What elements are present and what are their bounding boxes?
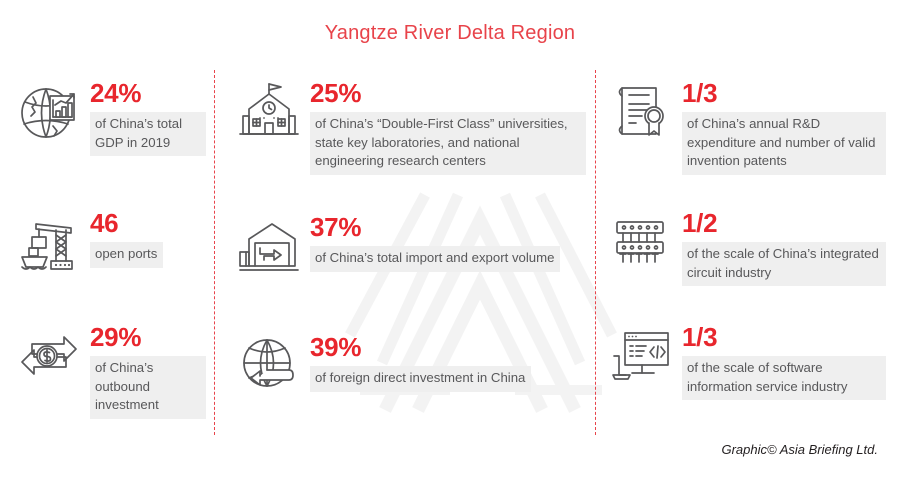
stat-body: 1/3 of the scale of software information…: [682, 322, 886, 401]
stat-body: 1/2 of the scale of China’s integrated c…: [682, 208, 886, 287]
stat-item: 39% of foreign direct investment in Chin…: [236, 332, 581, 398]
page-title: Yangtze River Delta Region: [324, 22, 576, 44]
globe-bar-chart-icon: [16, 78, 82, 144]
stat-value: 39%: [310, 332, 362, 362]
stat-label: of China’s total import and export volum…: [310, 246, 561, 272]
warehouse-arrows-icon: [236, 212, 302, 278]
stat-value: 1/3: [682, 322, 718, 352]
stat-value: 46: [90, 208, 119, 238]
stat-item: 46 open ports: [16, 208, 206, 274]
stat-body: 29% of China’s outbound investment: [90, 322, 206, 420]
stat-body: 25% of China’s “Double-First Class” univ…: [310, 78, 586, 176]
integrated-circuit-icon: [608, 208, 674, 274]
stat-label: of China’s outbound investment: [90, 356, 206, 420]
stat-body: 39% of foreign direct investment in Chin…: [310, 332, 581, 392]
stat-item: 24% of China’s total GDP in 2019: [16, 78, 206, 157]
port-crane-ship-icon: [16, 208, 82, 274]
monitor-code-icon: [608, 322, 674, 388]
stat-item: 37% of China’s total import and export v…: [236, 212, 566, 278]
stat-label: of China’s “Double-First Class” universi…: [310, 112, 586, 176]
globe-inbound-arrow-icon: [236, 332, 302, 398]
stat-label: of China’s total GDP in 2019: [90, 112, 206, 157]
exchange-arrows-dollar-icon: [16, 322, 82, 388]
stat-value: 24%: [90, 78, 142, 108]
stat-label: of foreign direct investment in China: [310, 366, 532, 392]
stat-body: 24% of China’s total GDP in 2019: [90, 78, 206, 157]
stat-value: 37%: [310, 212, 362, 242]
column-divider-left: [214, 70, 215, 435]
stat-item: 29% of China’s outbound investment: [16, 322, 206, 420]
stat-item: 1/2 of the scale of China’s integrated c…: [608, 208, 886, 287]
graphic-credit: Graphic© Asia Briefing Ltd.: [721, 442, 878, 457]
stat-item: 1/3 of the scale of software information…: [608, 322, 886, 401]
stat-item: 25% of China’s “Double-First Class” univ…: [236, 78, 586, 176]
stat-label: of the scale of software information ser…: [682, 356, 886, 401]
stat-value: 29%: [90, 322, 142, 352]
stat-body: 46 open ports: [90, 208, 206, 268]
stat-body: 37% of China’s total import and export v…: [310, 212, 566, 272]
stat-body: 1/3 of China’s annual R&D expenditure an…: [682, 78, 886, 176]
stat-label: of the scale of China’s integrated circu…: [682, 242, 886, 287]
stat-value: 1/2: [682, 208, 718, 238]
column-divider-right: [595, 70, 596, 435]
stat-value: 25%: [310, 78, 362, 108]
school-building-icon: [236, 78, 302, 144]
stat-label: open ports: [90, 242, 164, 268]
stat-label: of China’s annual R&D expenditure and nu…: [682, 112, 886, 176]
stat-value: 1/3: [682, 78, 718, 108]
patent-certificate-icon: [608, 78, 674, 144]
stat-item: 1/3 of China’s annual R&D expenditure an…: [608, 78, 886, 176]
